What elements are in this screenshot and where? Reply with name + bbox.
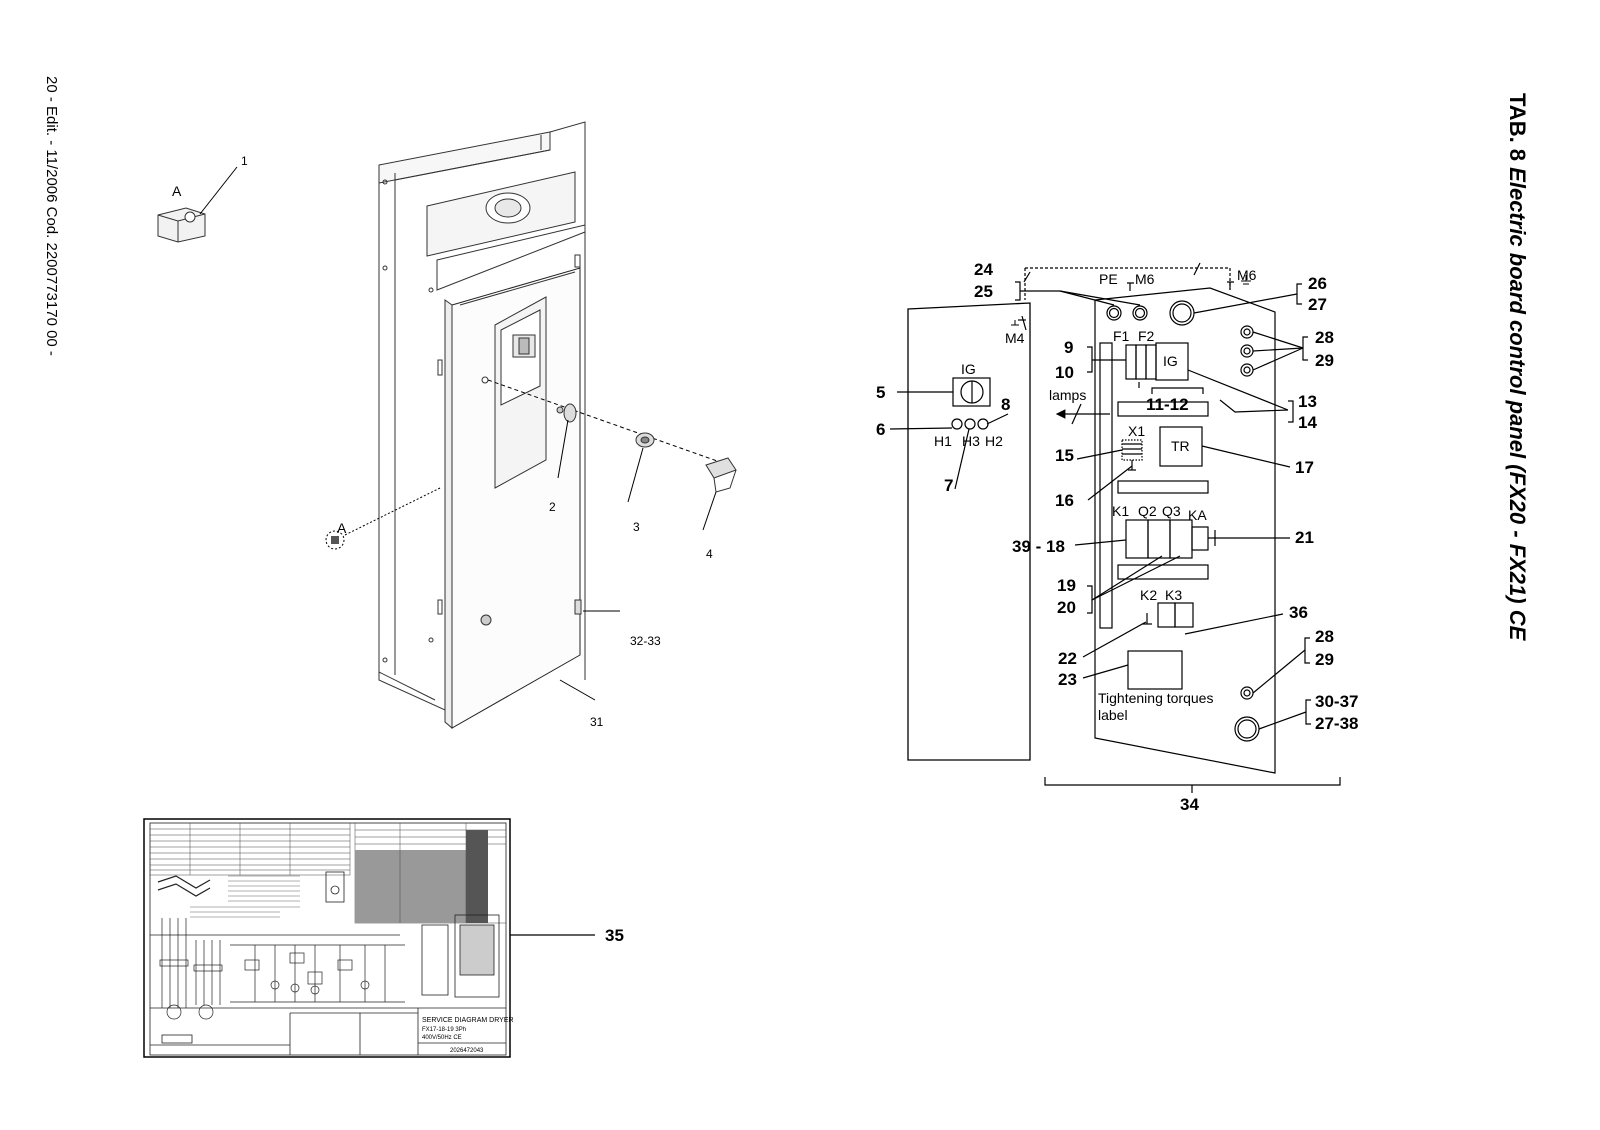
cabinet-body	[378, 121, 586, 711]
marker-tr: TR	[1171, 438, 1190, 454]
callout-20: 20	[1057, 598, 1076, 617]
electric-board-view	[889, 262, 1341, 793]
marker-lamps: lamps	[1049, 387, 1086, 403]
marker-q2: Q2	[1138, 503, 1157, 519]
detail-a-bracket	[157, 207, 206, 243]
part-2-gasket	[563, 403, 577, 423]
callout-11-12: 11-12	[1146, 395, 1189, 414]
marker-m6-right: M6	[1237, 267, 1257, 283]
callout-36: 36	[1289, 603, 1308, 622]
callout-31: 31	[590, 715, 604, 729]
marker-q3: Q3	[1162, 503, 1181, 519]
callout-24: 24	[974, 260, 993, 279]
callout-3: 3	[633, 520, 640, 534]
callout-27-38: 27-38	[1315, 714, 1358, 733]
callout-25: 25	[974, 282, 993, 301]
marker-ig-switch: IG	[961, 361, 976, 377]
sheet-drawing-number: 2026472043	[450, 1048, 484, 1054]
callout-30-37: 30-37	[1315, 692, 1358, 711]
torque-label-line2: label	[1098, 707, 1128, 723]
board-panel	[1094, 287, 1276, 774]
callout-1: 1	[241, 154, 248, 168]
callout-10: 10	[1055, 363, 1074, 382]
callout-27: 27	[1308, 295, 1327, 314]
callout-28-a: 28	[1315, 328, 1334, 347]
callout-29-a: 29	[1315, 351, 1334, 370]
cabinet-exploded-view	[157, 121, 737, 730]
torque-label-line1: Tightening torques	[1098, 690, 1213, 706]
callout-17: 17	[1295, 458, 1314, 477]
terminal-block-x1	[1121, 439, 1143, 461]
bill-of-materials-table	[149, 822, 507, 924]
callout-39-18: 39 - 18	[1012, 537, 1065, 556]
callout-2: 2	[549, 500, 556, 514]
callout-23: 23	[1058, 670, 1077, 689]
callout-21: 21	[1295, 528, 1314, 547]
callout-13: 13	[1298, 392, 1317, 411]
callout-28-b: 28	[1315, 627, 1334, 646]
marker-m6-top: M6	[1135, 271, 1155, 287]
marker-h3: H3	[962, 433, 980, 449]
callout-34: 34	[1180, 795, 1199, 814]
callout-4: 4	[706, 547, 713, 561]
callout-29-b: 29	[1315, 650, 1334, 669]
callout-5: 5	[876, 383, 885, 402]
schematic-circuit	[150, 918, 405, 1020]
detail-a-label-side: A	[337, 520, 347, 536]
marker-k1: K1	[1112, 503, 1129, 519]
callout-9: 9	[1064, 338, 1073, 357]
board-callouts: 24 25 26 27 28 29 9 10 5 11-12 13 14 6 7…	[876, 260, 1358, 814]
part-3-lamp-holder	[635, 432, 655, 448]
front-cover-panel	[907, 302, 1031, 761]
board-markers: PE M6 M6 M4 IG IG F1 F2 lamps H1 H3 H2 X…	[934, 267, 1257, 723]
sheet-title: SERVICE DIAGRAM DRYER	[422, 1017, 514, 1024]
detail-a-label-top: A	[172, 183, 182, 199]
marker-h1: H1	[934, 433, 952, 449]
marker-h2: H2	[985, 433, 1003, 449]
callout-22: 22	[1058, 649, 1077, 668]
marker-ig-box: IG	[1163, 353, 1178, 369]
callout-35: 35	[605, 926, 624, 945]
callout-32-33: 32-33	[630, 634, 661, 648]
ground-symbols	[1011, 275, 1251, 326]
marker-x1: X1	[1128, 423, 1145, 439]
callout-16: 16	[1055, 491, 1074, 510]
marker-k3: K3	[1165, 587, 1182, 603]
callout-26: 26	[1308, 274, 1327, 293]
door-panel	[437, 267, 582, 730]
callout-14: 14	[1298, 413, 1317, 432]
marker-k2: K2	[1140, 587, 1157, 603]
marker-f1: F1	[1113, 328, 1130, 344]
callout-15: 15	[1055, 446, 1074, 465]
marker-ka: KA	[1188, 507, 1207, 523]
callout-6: 6	[876, 420, 885, 439]
marker-f2: F2	[1138, 328, 1155, 344]
callout-8: 8	[1001, 395, 1010, 414]
callout-19: 19	[1057, 576, 1076, 595]
callout-7: 7	[944, 476, 953, 495]
sheet-voltage-line: 400V/50Hz CE	[422, 1035, 462, 1041]
marker-pe: PE	[1099, 271, 1118, 287]
wiring-diagram-sheet	[143, 818, 511, 1058]
marker-m4: M4	[1005, 330, 1025, 346]
sheet-model-line: FX17-18-19 3Ph	[422, 1027, 466, 1033]
part-4-lamp	[705, 457, 737, 493]
